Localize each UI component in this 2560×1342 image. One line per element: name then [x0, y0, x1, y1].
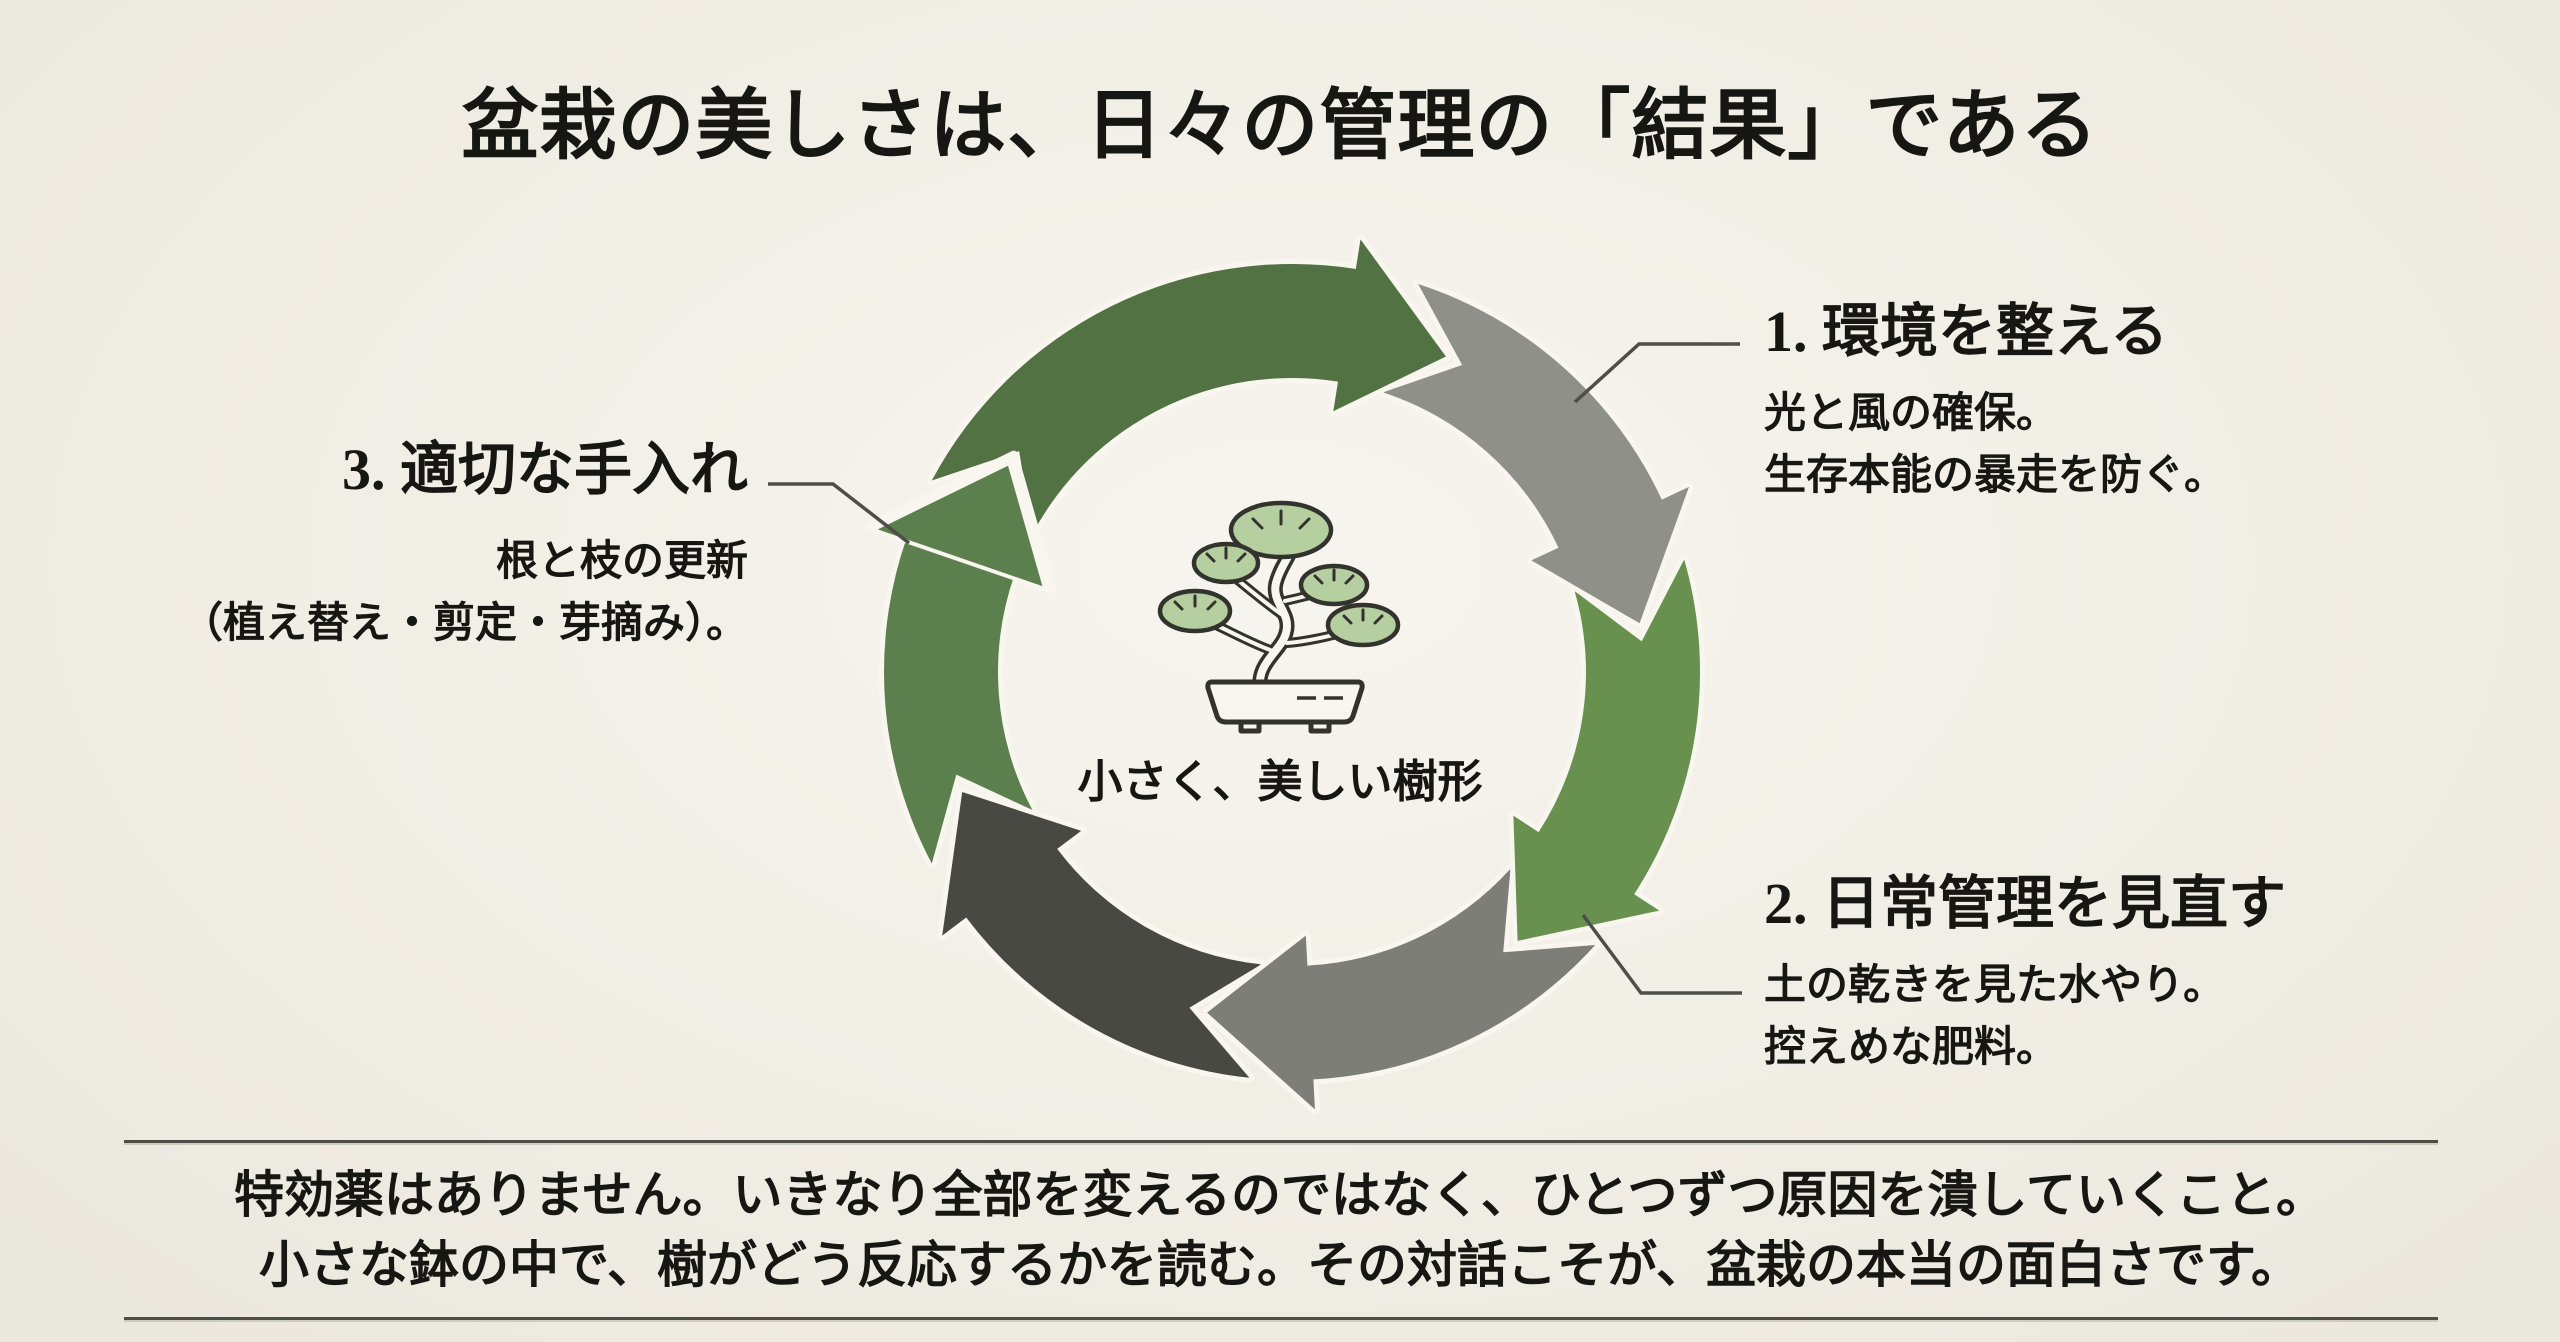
- connector-step-1: [1573, 342, 1740, 404]
- step-1-desc-line: 光と風の確保。: [1764, 389, 2059, 436]
- step-2-desc-line: 控えめな肥料。: [1764, 1023, 2059, 1070]
- cycle-arrows: [864, 234, 1706, 1115]
- bonsai-needle-ticks: [1205, 546, 1247, 563]
- step-3-label: 3. 適切な手入れ 根と枝の更新 （植え替え・剪定・芽摘み）。: [181, 434, 748, 654]
- bonsai-needle-ticks: [1313, 568, 1355, 585]
- bonsai-foliage-pad: [1191, 541, 1261, 585]
- cycle-arrow-top: [926, 234, 1451, 539]
- bonsai-foliage-pad: [1325, 602, 1401, 648]
- cycle-arrow-right: [1508, 554, 1706, 946]
- cycle-arrow-upper-right: [1377, 279, 1694, 629]
- step-1-label: 1. 環境を整える 光と風の確保。 生存本能の暴走を防ぐ。: [1764, 296, 2226, 506]
- step-2-title: 2. 日常管理を見直す: [1764, 871, 2287, 936]
- step-2-description: 土の乾きを見た水やり。 控えめな肥料。: [1764, 954, 2286, 1078]
- bonsai-trunk-core: [1255, 540, 1296, 696]
- step-3-desc-line: 根と枝の更新: [495, 537, 748, 584]
- footer-note: 特効薬はありません。いきなり全部を変えるのではなく、ひとつずつ原因を潰していくこ…: [0, 1160, 2560, 1300]
- footer-divider-bottom: [124, 1317, 2438, 1320]
- page-title: 盆栽の美しさは、日々の管理の「結果」である: [461, 83, 2099, 169]
- cycle-center-caption: 小さく、美しい樹形: [1077, 756, 1483, 807]
- step-2-desc-line: 土の乾きを見た水やり。: [1764, 961, 2226, 1008]
- bonsai-needle-ticks: [1342, 608, 1384, 625]
- cycle-arrow-bottom: [1202, 863, 1601, 1115]
- step-3-title: 3. 適切な手入れ: [341, 437, 748, 502]
- footer-divider-top: [124, 1140, 2438, 1143]
- bonsai-pot-foot: [1308, 719, 1332, 734]
- footer-note-line: 小さな鉢の中で、樹がどう反応するかを読む。その対話こそが、盆栽の本当の面白さです…: [259, 1237, 2301, 1293]
- footer-note-line: 特効薬はありません。いきなり全部を変えるのではなく、ひとつずつ原因を潰していくこ…: [234, 1167, 2326, 1223]
- bonsai-foliage-pad: [1157, 588, 1233, 634]
- step-1-title: 1. 環境を整える: [1764, 299, 2169, 364]
- step-3-description: 根と枝の更新 （植え替え・剪定・芽摘み）。: [181, 530, 748, 654]
- bonsai-pot-foot: [1238, 719, 1262, 734]
- cycle-arrow-lower-left: [937, 787, 1267, 1083]
- connector-step-3: [768, 482, 911, 545]
- connector-step-2: [1581, 913, 1742, 995]
- bonsai-needle-ticks: [1173, 594, 1217, 611]
- step-1-description: 光と風の確保。 生存本能の暴走を防ぐ。: [1764, 382, 2226, 506]
- bonsai-needle-ticks: [1251, 509, 1311, 530]
- bonsai-pot: [1205, 679, 1365, 725]
- step-2-label: 2. 日常管理を見直す 土の乾きを見た水やり。 控えめな肥料。: [1764, 868, 2286, 1078]
- step-3-desc-line: （植え替え・剪定・芽摘み）。: [180, 599, 748, 646]
- cycle-arrow-left-head: [877, 465, 1043, 587]
- step-1-desc-line: 生存本能の暴走を防ぐ。: [1764, 451, 2227, 498]
- bonsai-icon: [1157, 500, 1401, 734]
- bonsai-foliage-pad: [1228, 500, 1334, 560]
- bonsai-foliage-pad: [1298, 563, 1370, 607]
